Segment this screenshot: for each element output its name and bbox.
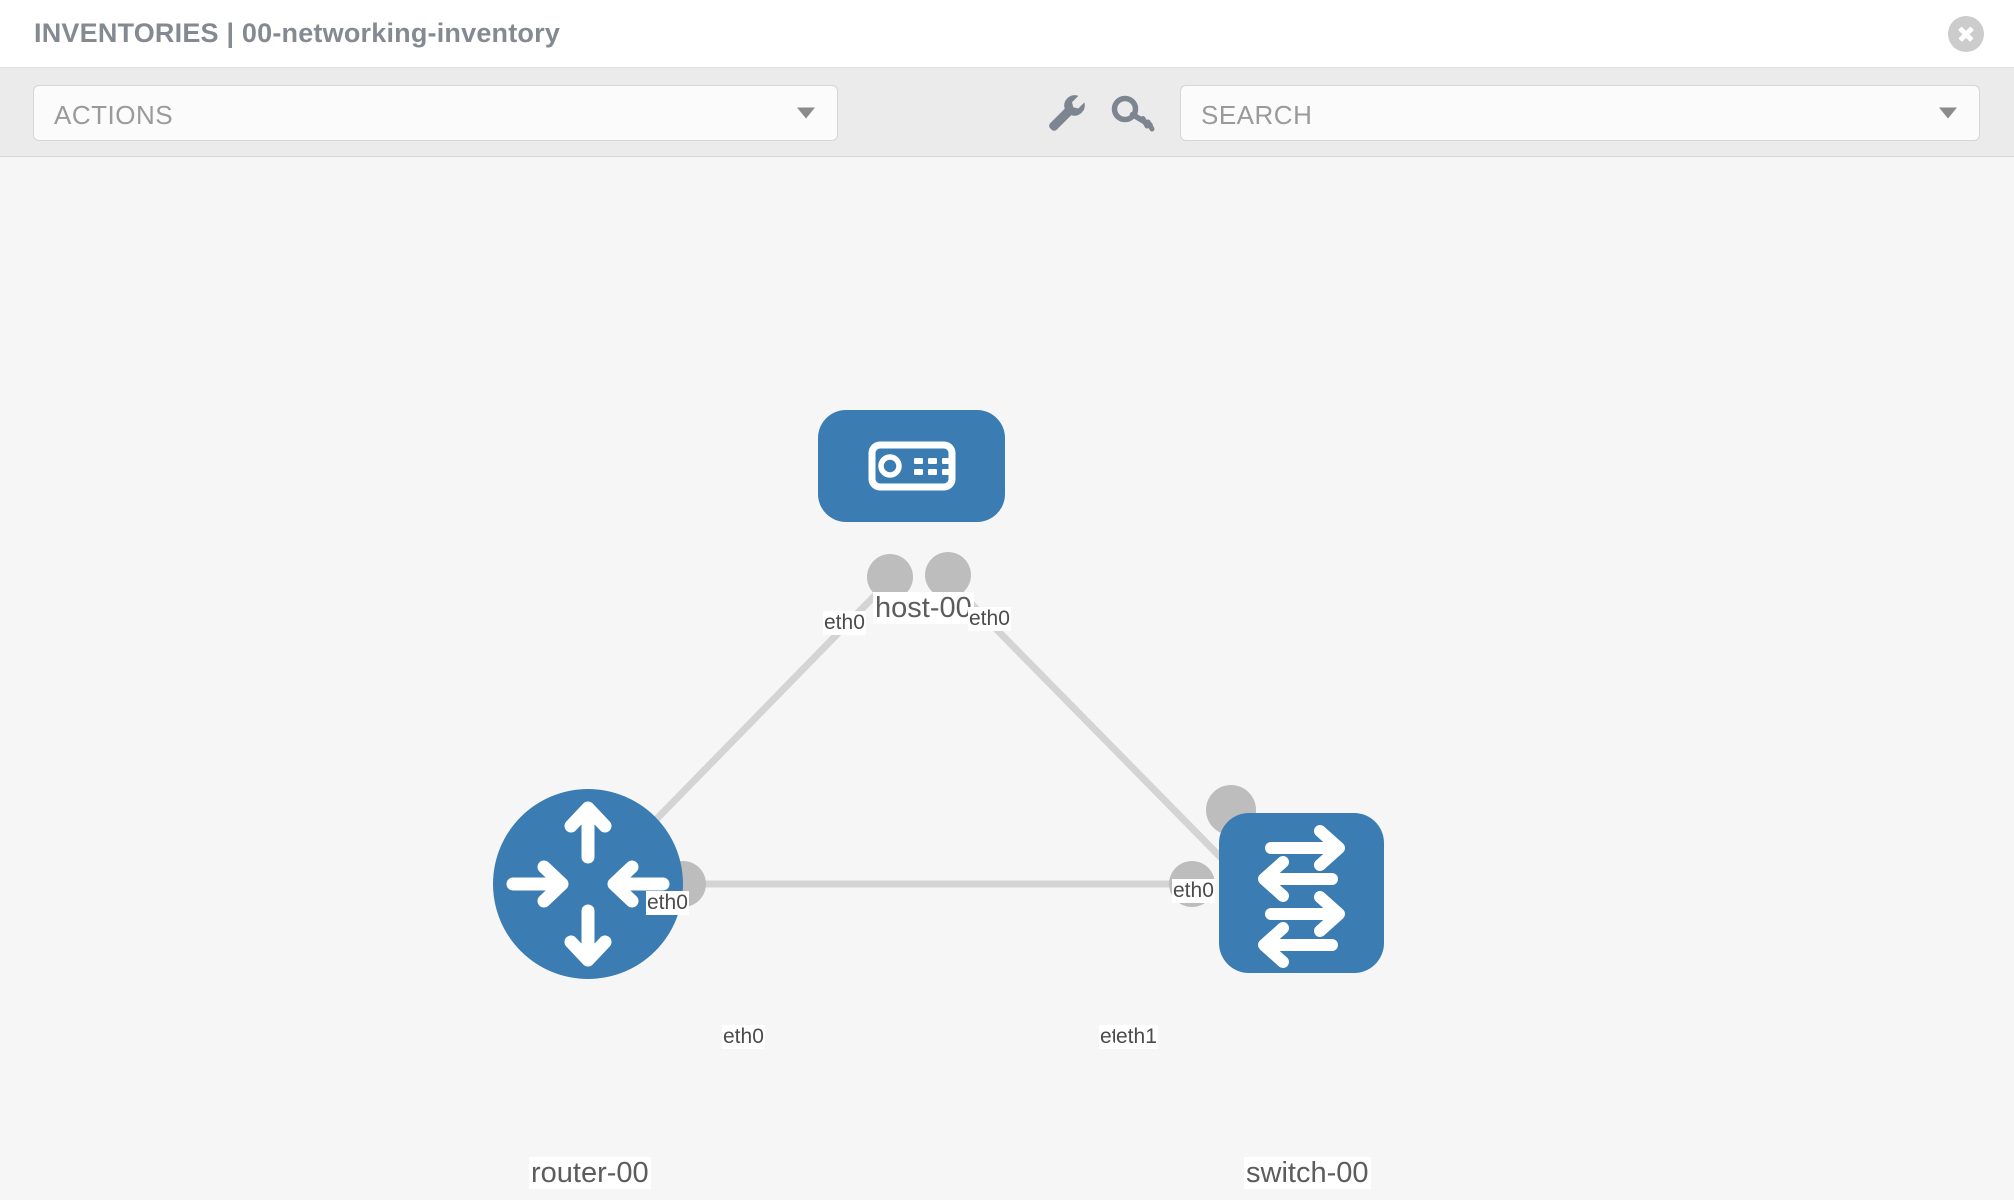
router-arrows-icon: [506, 801, 670, 967]
server-icon-body: [868, 441, 956, 491]
page-title: INVENTORIES | 00-networking-inventory: [34, 18, 561, 48]
search-placeholder: SEARCH: [1201, 100, 1313, 130]
topology-canvas[interactable]: host-00 router-00 switch-00 eth0 eth0 et…: [0, 157, 2014, 1200]
chevron-down-icon: [1939, 107, 1957, 119]
wrench-icon[interactable]: [1037, 85, 1093, 141]
server-icon-led: [878, 454, 902, 478]
iface-label-switch-left-eth1: eth1: [1115, 1025, 1158, 1049]
chevron-down-icon: [797, 107, 815, 119]
topology-graph: [493, 410, 1384, 979]
iface-label-host-left-eth0: eth0: [823, 611, 866, 635]
switch-arrows-icon: [1258, 825, 1345, 968]
toolbar: ACTIONS SEARCH: [0, 68, 2014, 157]
connector-host-right: [925, 552, 971, 598]
connector-host-left: [867, 554, 913, 600]
key-icon[interactable]: [1105, 85, 1161, 141]
iface-label-switch-up-eth0: eth0: [1172, 879, 1215, 903]
close-icon[interactable]: [1948, 16, 1984, 52]
node-switch-00: [1219, 813, 1384, 973]
node-label-host-00: host-00: [873, 592, 974, 625]
actions-dropdown-label: ACTIONS: [54, 100, 174, 130]
node-router-00: [493, 789, 683, 979]
iface-label-router-up-eth0: eth0: [646, 891, 689, 915]
node-label-router-00: router-00: [529, 1157, 651, 1190]
search-input[interactable]: SEARCH: [1180, 85, 1980, 141]
actions-dropdown[interactable]: ACTIONS: [33, 85, 838, 141]
iface-label-router-right-eth0: eth0: [722, 1025, 765, 1049]
node-label-switch-00: switch-00: [1244, 1157, 1371, 1190]
server-icon-grid: [914, 458, 951, 475]
iface-label-host-right-eth0: eth0: [968, 607, 1011, 631]
node-host-00: [818, 410, 1005, 522]
page-header: INVENTORIES | 00-networking-inventory: [0, 0, 2014, 68]
